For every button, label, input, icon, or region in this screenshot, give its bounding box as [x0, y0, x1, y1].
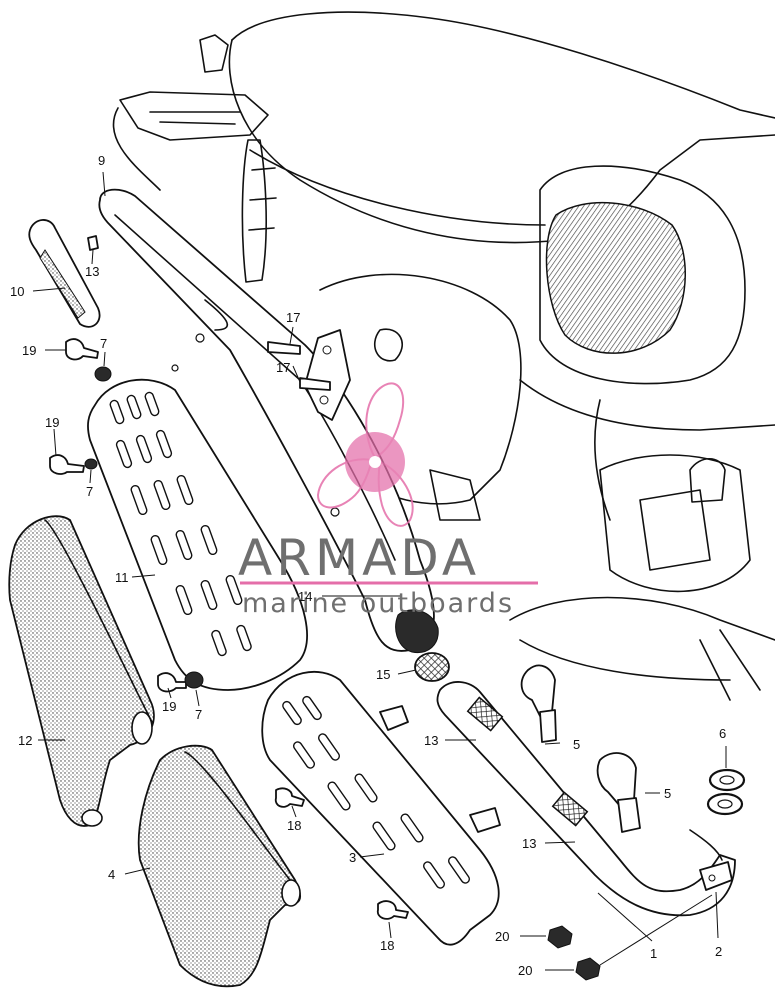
propeller-logo-icon [316, 382, 414, 527]
callout-label: 6 [719, 726, 726, 741]
callout-label: 10 [10, 284, 24, 299]
callout-label: 13 [424, 733, 438, 748]
exhaust-pipe [436, 681, 736, 917]
pipe-clamps [520, 664, 641, 833]
callout-label: 7 [195, 707, 202, 722]
callout-label: 5 [664, 786, 671, 801]
callout-label: 17 [286, 310, 300, 325]
exhaust-washers [706, 768, 746, 816]
callout-label: 7 [100, 336, 107, 351]
callout-label: 9 [98, 153, 105, 168]
callout-label: 2 [715, 944, 722, 959]
callout-label: 3 [349, 850, 356, 865]
callout-label: 17 [276, 360, 290, 375]
callout-label: 13 [85, 264, 99, 279]
muffler-end-cap [28, 219, 101, 328]
callout-label: 11 [115, 570, 129, 585]
callout-label: 4 [108, 867, 115, 882]
callout-label: 5 [573, 737, 580, 752]
callout-label: 18 [380, 938, 394, 953]
heat-shield-lower [261, 671, 501, 946]
fastener-hardware [49, 338, 601, 981]
callout-label: 14 [298, 589, 312, 604]
exhaust-gasket [414, 652, 450, 682]
callout-leader-lines [32, 171, 727, 971]
armada-watermark: ARMADA marine outboards [238, 382, 538, 619]
callout-label: 19 [45, 415, 59, 430]
callout-label: 7 [86, 484, 93, 499]
callout-numbers: 9 10 13 19 7 19 7 11 12 19 7 4 18 3 18 1… [10, 153, 726, 978]
callout-label: 15 [376, 667, 390, 682]
callout-label: 19 [22, 343, 36, 358]
heat-shield-upper [87, 378, 308, 691]
callout-label: 12 [18, 733, 32, 748]
muffler-bracket [267, 329, 351, 421]
watermark-tagline-text: marine outboards [242, 588, 514, 619]
callout-label: 13 [522, 836, 536, 851]
callout-label: 20 [518, 963, 532, 978]
callout-label: 19 [162, 699, 176, 714]
callout-label: 18 [287, 818, 301, 833]
motorcycle-body-outline [112, 11, 775, 701]
callout-label: 20 [495, 929, 509, 944]
side-cover-left [8, 515, 155, 827]
side-cover-lower [137, 744, 302, 988]
watermark-brand-text: ARMADA [238, 529, 480, 587]
callout-label: 1 [650, 946, 657, 961]
